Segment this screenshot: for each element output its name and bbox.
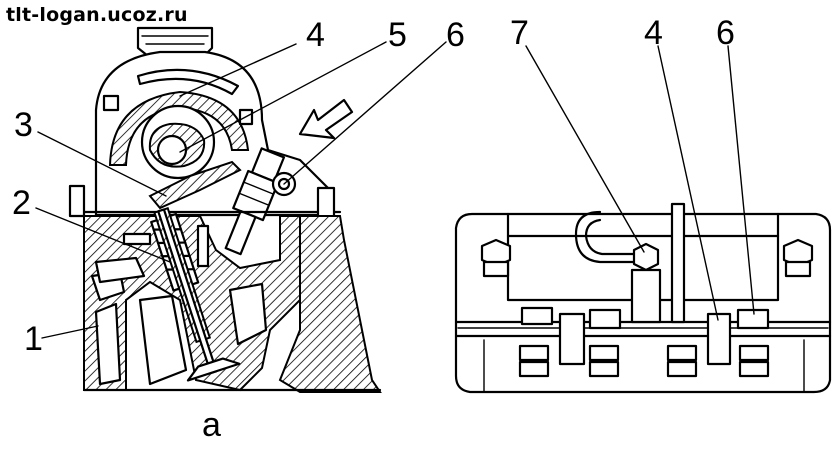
figure-b-view (454, 202, 832, 394)
figure-caption: a (202, 406, 221, 444)
callout-2: 2 (12, 184, 31, 222)
callout-4: 4 (306, 16, 325, 54)
figure-b-leaders (525, 45, 755, 321)
site-watermark: tlt-logan.ucoz.ru (6, 4, 188, 26)
callout-4-right: 4 (644, 14, 663, 52)
callout-5: 5 (388, 16, 407, 54)
figure-a-section (68, 26, 382, 393)
callout-1: 1 (24, 320, 43, 358)
figure-a-leaders (35, 41, 447, 339)
callout-7: 7 (510, 14, 529, 52)
callout-6: 6 (446, 16, 465, 54)
callout-3: 3 (14, 106, 33, 144)
callout-6-right: 6 (716, 14, 735, 52)
